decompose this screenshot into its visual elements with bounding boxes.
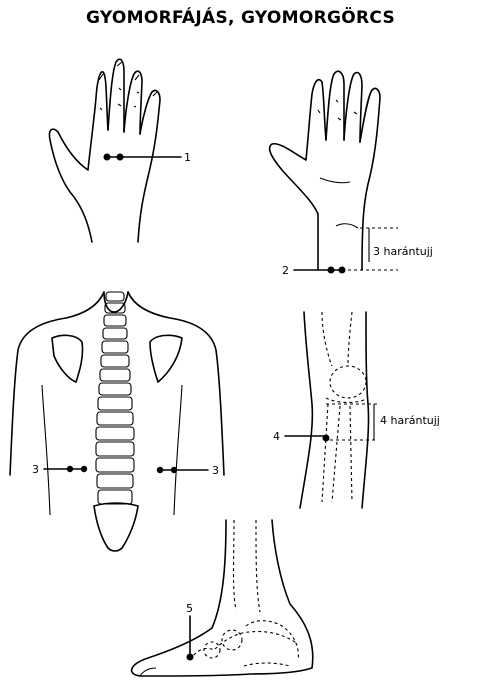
sacrum (93, 502, 139, 552)
point-5-label: 5 (186, 602, 193, 615)
point-1-marker (103, 153, 182, 161)
point-3-right-label: 3 (212, 464, 219, 477)
point-3-left-marker (43, 465, 88, 473)
point-3-right-marker (156, 466, 209, 474)
back-spine-illustration (9, 291, 225, 552)
page-title: GYOMORFÁJÁS, GYOMORGÖRCS (85, 8, 396, 28)
knee-leg-illustration (299, 311, 370, 509)
point-3-left-label: 3 (32, 463, 39, 476)
point-4-note: 4 harántujj (380, 414, 440, 427)
hand-dorsal-illustration (48, 58, 161, 243)
point-4-marker (284, 403, 378, 442)
point-2-label: 2 (282, 264, 289, 277)
point-1-label: 1 (184, 151, 191, 164)
point-2-note: 3 harántujj (373, 245, 433, 258)
foot-illustration (130, 519, 314, 677)
spine-vertebrae (95, 291, 135, 505)
point-4-label: 4 (273, 430, 280, 443)
hand-palm-illustration (268, 70, 381, 271)
point-5-marker (186, 615, 194, 661)
point-2-marker (293, 227, 398, 274)
